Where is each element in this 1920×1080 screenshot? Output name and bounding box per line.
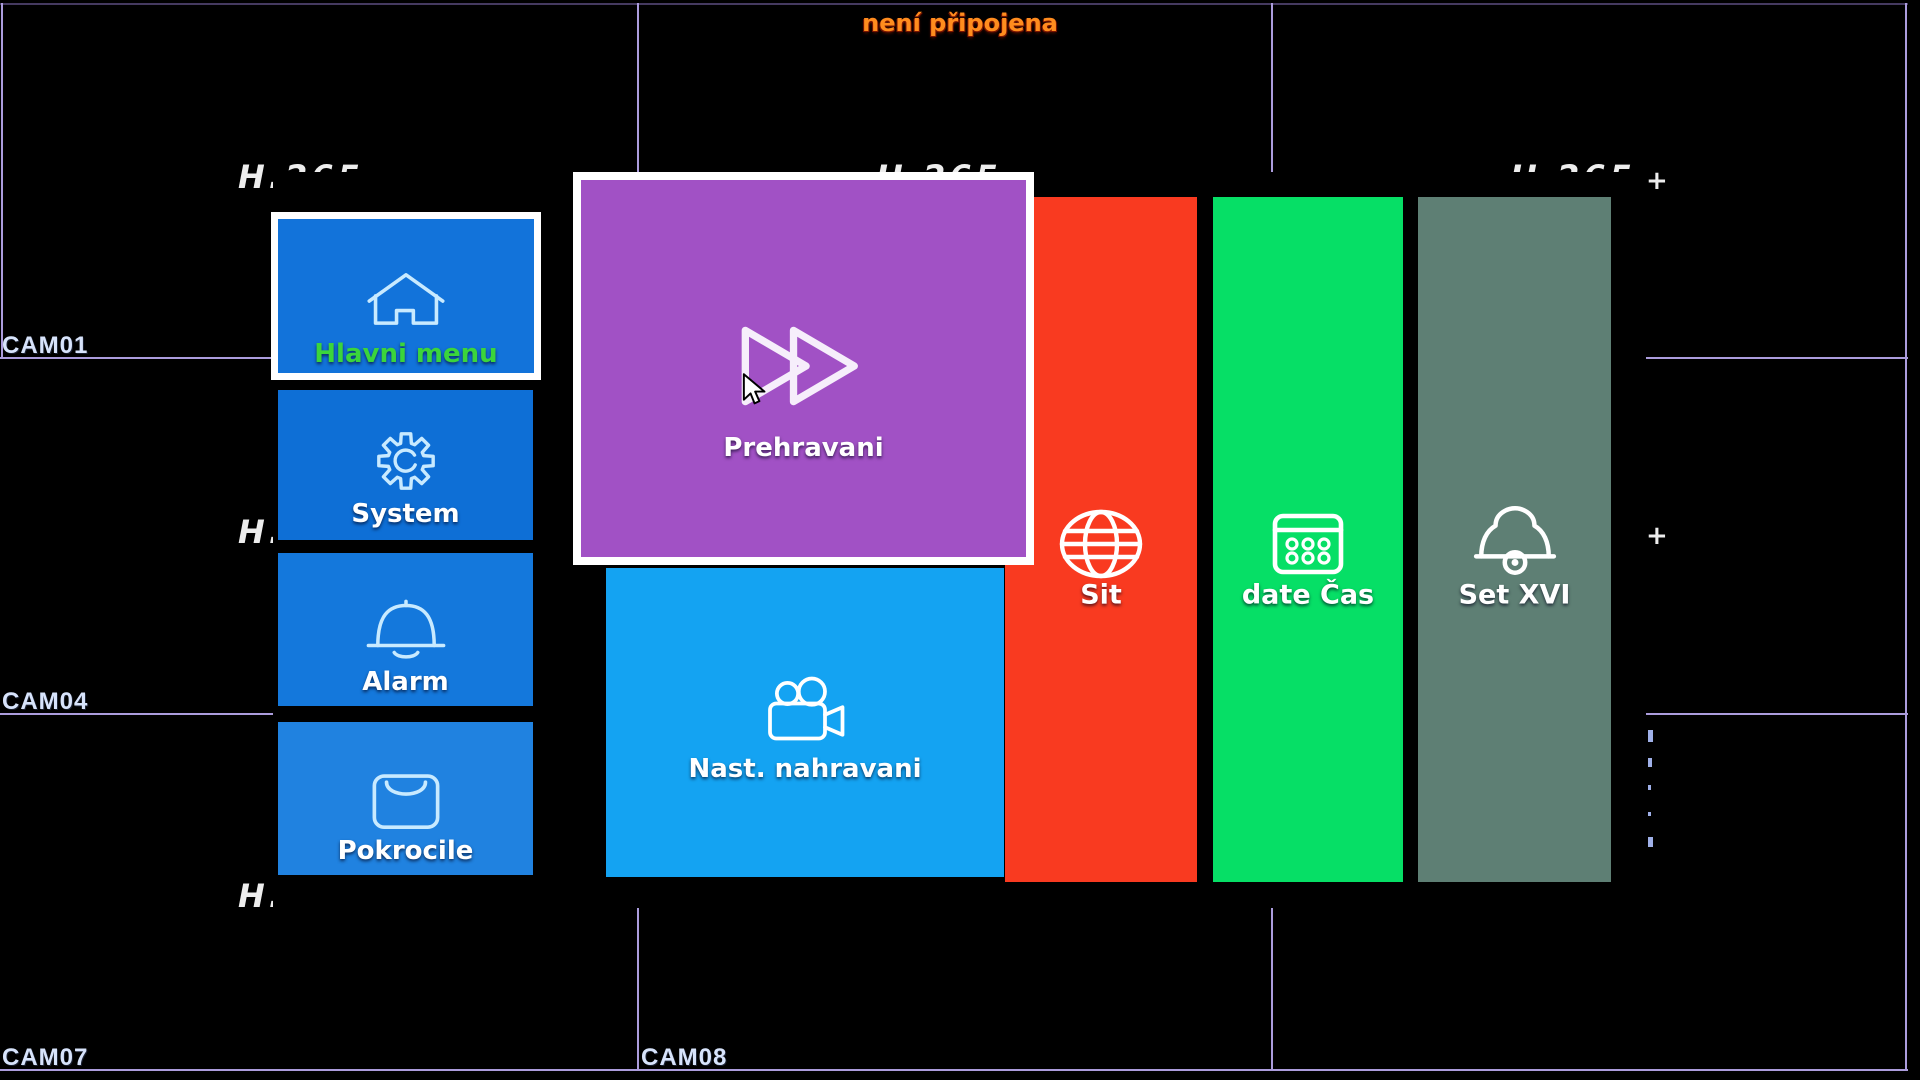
shopping-bag-icon [362,762,450,835]
menu-tile-label: System [351,499,460,529]
globe-icon [1057,507,1145,581]
menu-tile-label: Sit [1080,579,1122,611]
menu-tile-set-xvi[interactable]: Set XVI [1418,197,1611,882]
menu-tile-label: Set XVI [1458,579,1571,611]
grid-line-left [1,3,3,359]
menu-tile-nast-nahravani[interactable]: Nast. nahravani [606,568,1004,877]
grid-line-right [1905,3,1907,1071]
video-camera-icon [755,676,855,746]
menu-tile-alarm[interactable]: Alarm [278,553,533,706]
camera-label-cam04: CAM04 [2,688,89,715]
menu-tile-prehravani[interactable]: Prehravani [573,172,1034,565]
osd-fragment [1648,730,1653,742]
osd-fragment [1648,837,1653,847]
menu-tile-system[interactable]: System [278,390,533,540]
menu-tile-date-cas[interactable]: date Čas [1213,197,1403,882]
menu-tile-label: date Čas [1241,579,1375,611]
calendar-icon [1271,511,1345,577]
mouse-cursor [741,373,771,407]
menu-tile-hlavni-menu[interactable]: Hlavni menu [271,212,541,380]
menu-tile-label: Pokrocile [337,836,474,866]
menu-tile-label: Alarm [362,667,449,697]
menu-tile-label: Prehravani [723,433,884,463]
camera-label-cam01: CAM01 [2,332,89,359]
grid-line-top [0,3,1908,5]
osd-fragment [1648,758,1652,767]
status-banner: není připojena [862,9,1058,37]
dome-camera-icon [1470,499,1560,583]
camera-label-cam07: CAM07 [2,1044,89,1071]
gear-icon [361,419,451,503]
home-icon [364,269,448,330]
fast-forward-icon [739,322,869,410]
menu-tile-label: Hlavni menu [314,339,498,369]
osd-fragment [1648,812,1651,816]
menu-tile-label: Nast. nahravani [688,754,922,784]
menu-tile-pokrocile[interactable]: Pokrocile [278,722,533,875]
grid-line-bottom [0,1069,1908,1071]
camera-label-cam08: CAM08 [641,1044,728,1071]
menu-tile-sit[interactable]: Sit [1005,197,1197,882]
bell-icon [359,593,453,666]
osd-fragment [1648,785,1651,790]
